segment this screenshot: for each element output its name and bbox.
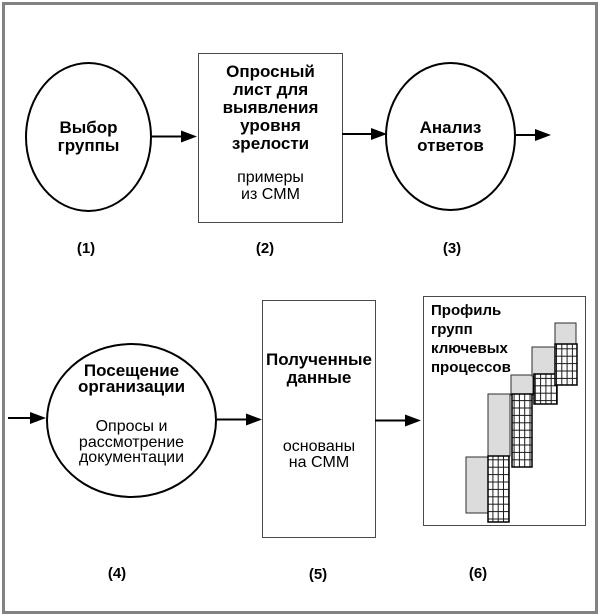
node-visit-organization-title: Посещение организации [77, 361, 186, 397]
node-visit-organization-subtitle: Опросы и рассмотрение документации [78, 418, 185, 467]
node-visit-organization: Посещение организации Опросы и рассмотре… [46, 343, 217, 498]
node-select-group: Выбор группы [25, 62, 152, 212]
step-label-1: (1) [76, 240, 96, 257]
step-label-6: (6) [468, 565, 488, 582]
node-kpa-profile-title: Профиль групп ключевых процессов [431, 302, 511, 376]
node-kpa-profile: Профиль групп ключевых процессов [423, 296, 586, 526]
kpa-profile-staircase-chart [465, 322, 578, 523]
node-maturity-questionnaire-title: Опросный лист для выявления уровня зрело… [222, 62, 319, 153]
node-maturity-questionnaire: Опросный лист для выявления уровня зрело… [198, 53, 343, 223]
node-obtained-data-title: Полученные данные [265, 350, 373, 387]
step-label-4: (4) [107, 565, 127, 582]
node-analyze-answers: Анализ ответов [385, 62, 516, 211]
profile-grids [487, 343, 578, 523]
step-label-5: (5) [308, 566, 328, 583]
node-select-group-title: Выбор группы [57, 118, 120, 155]
node-analyze-answers-title: Анализ ответов [417, 117, 484, 155]
step-label-2: (2) [255, 240, 275, 257]
node-maturity-questionnaire-subtitle: примеры из CMM [237, 169, 304, 203]
step-label-3: (3) [442, 240, 462, 257]
node-obtained-data-subtitle: основаны на CMM [282, 438, 356, 471]
node-obtained-data: Полученные данные основаны на CMM [262, 300, 376, 538]
